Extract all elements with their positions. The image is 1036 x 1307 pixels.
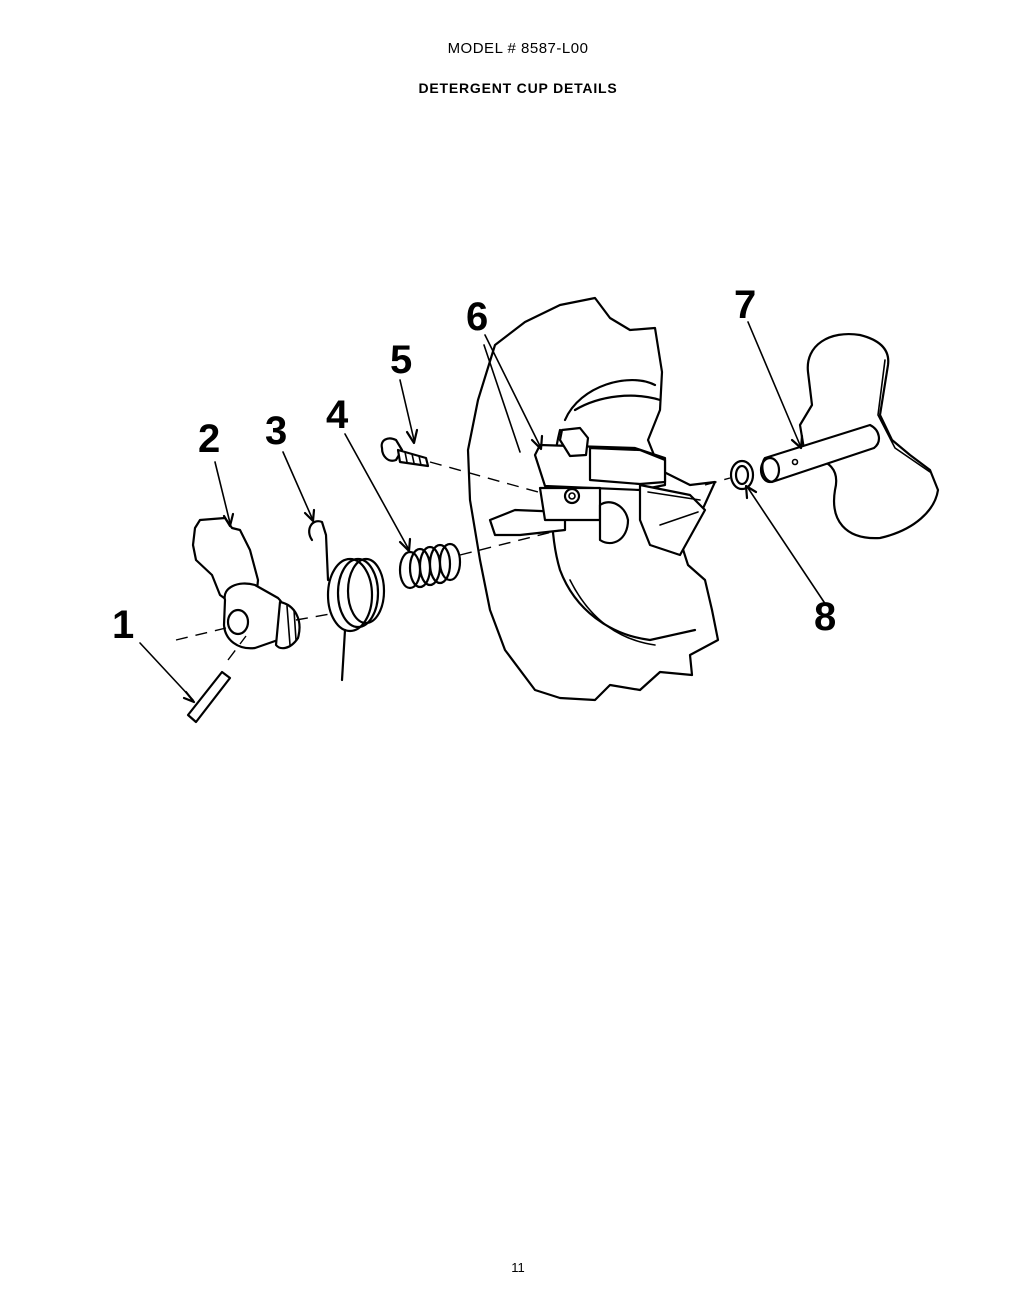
assembly-line-shaft	[704, 477, 731, 486]
latch-bracket	[488, 426, 707, 557]
leader-lines	[139, 321, 827, 704]
compression-spring	[398, 542, 462, 590]
callout-8: 8	[814, 595, 836, 639]
screw	[380, 437, 430, 468]
roll-pin	[186, 670, 232, 724]
torsion-spring	[308, 520, 386, 682]
actuator-lever	[191, 516, 301, 650]
assembly-line-axis	[175, 627, 227, 641]
callout-2: 2	[198, 417, 220, 461]
page-number: 11	[511, 1260, 525, 1275]
model-number: MODEL # 8587-L00	[447, 40, 589, 57]
o-ring	[729, 459, 755, 491]
callout-6: 6	[466, 295, 488, 339]
callout-7: 7	[734, 283, 756, 327]
page-title: DETERGENT CUP DETAILS	[418, 80, 618, 96]
callout-3: 3	[265, 409, 287, 453]
assembly-line-axis-2	[295, 613, 331, 621]
cover-and-shaft	[759, 332, 940, 540]
callout-1: 1	[112, 603, 134, 647]
callout-5: 5	[390, 338, 412, 382]
callout-4: 4	[326, 393, 349, 437]
assembly-line-axis-3	[459, 529, 561, 556]
assembly-line-pin	[227, 635, 247, 661]
